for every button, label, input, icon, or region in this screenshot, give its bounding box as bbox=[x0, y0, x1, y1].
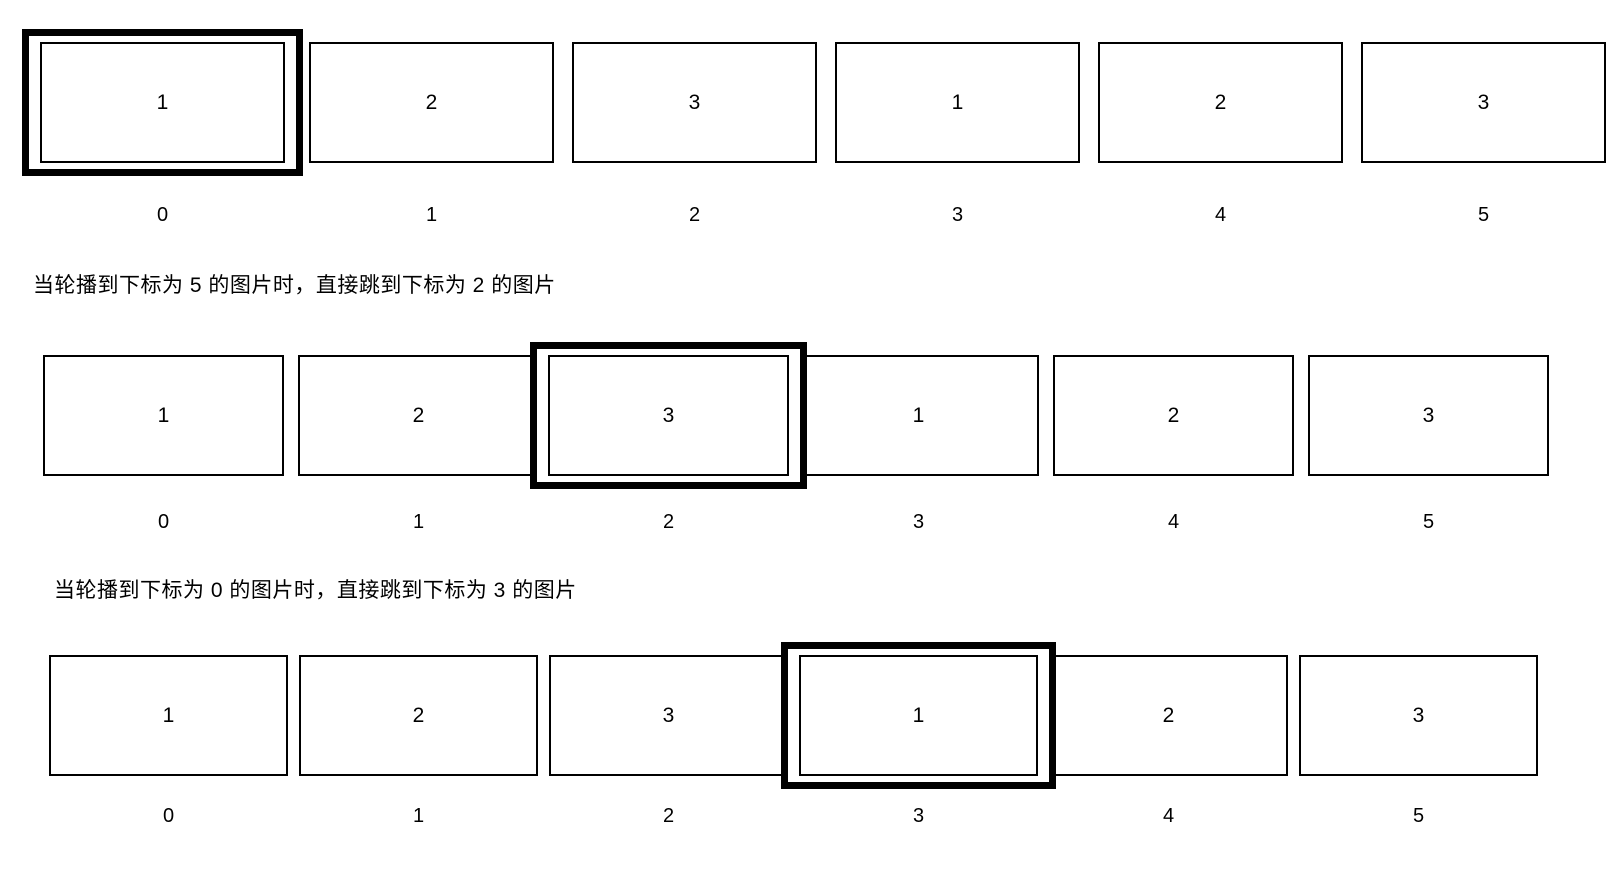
frame-box[interactable]: 1 bbox=[835, 42, 1080, 163]
index-tick-0: 0 bbox=[162, 805, 175, 827]
frame-slot-1[interactable]: 2 bbox=[299, 642, 538, 789]
frame-label: 2 bbox=[412, 704, 425, 727]
index-tick-5: 5 bbox=[1477, 204, 1490, 226]
frame-slot-5[interactable]: 3 bbox=[1308, 342, 1549, 489]
index-tick-5: 5 bbox=[1412, 805, 1425, 827]
frame-label: 3 bbox=[688, 91, 701, 114]
index-tick-3: 3 bbox=[912, 511, 925, 533]
frame-label: 1 bbox=[156, 91, 169, 114]
frame-box[interactable]: 3 bbox=[572, 42, 817, 163]
frame-strip: 1 2 3 1 2 bbox=[49, 642, 1538, 789]
frame-slot-4[interactable]: 2 bbox=[1053, 342, 1294, 489]
frame-box[interactable]: 3 bbox=[548, 355, 789, 476]
caption-jump-5-to-2: 当轮播到下标为 5 的图片时，直接跳到下标为 2 的图片 bbox=[33, 274, 556, 297]
frame-label: 3 bbox=[1412, 704, 1425, 727]
index-tick-2: 2 bbox=[688, 204, 701, 226]
frame-label: 1 bbox=[162, 704, 175, 727]
frame-slot-1[interactable]: 2 bbox=[298, 342, 539, 489]
frame-slot-4[interactable]: 2 bbox=[1049, 642, 1288, 789]
index-tick-1: 1 bbox=[412, 511, 425, 533]
frame-label: 1 bbox=[912, 404, 925, 427]
frame-box[interactable]: 1 bbox=[43, 355, 284, 476]
frame-box[interactable]: 3 bbox=[1299, 655, 1538, 776]
frame-label: 3 bbox=[1422, 404, 1435, 427]
frame-slot-2[interactable]: 3 bbox=[549, 642, 788, 789]
frame-slot-2[interactable]: 3 bbox=[530, 342, 807, 489]
frame-box[interactable]: 1 bbox=[49, 655, 288, 776]
frame-box[interactable]: 1 bbox=[799, 655, 1038, 776]
frame-strip: 1 2 3 1 2 bbox=[43, 342, 1549, 489]
frame-box[interactable]: 2 bbox=[299, 655, 538, 776]
frame-box[interactable]: 2 bbox=[309, 42, 554, 163]
frame-slot-2[interactable]: 3 bbox=[572, 29, 817, 176]
frame-label: 2 bbox=[1214, 91, 1227, 114]
index-tick-1: 1 bbox=[425, 204, 438, 226]
index-tick-4: 4 bbox=[1214, 204, 1227, 226]
frame-slot-3[interactable]: 1 bbox=[798, 342, 1039, 489]
frame-slot-0[interactable]: 1 bbox=[49, 642, 288, 789]
frame-label: 2 bbox=[1167, 404, 1180, 427]
index-tick-2: 2 bbox=[662, 805, 675, 827]
frame-slot-3[interactable]: 1 bbox=[835, 29, 1080, 176]
index-tick-5: 5 bbox=[1422, 511, 1435, 533]
frame-box[interactable]: 1 bbox=[798, 355, 1039, 476]
frame-box[interactable]: 3 bbox=[549, 655, 788, 776]
frame-label: 1 bbox=[157, 404, 170, 427]
index-ruler: 0 1 2 3 4 5 bbox=[43, 512, 1549, 532]
frame-slot-3[interactable]: 1 bbox=[781, 642, 1056, 789]
index-tick-0: 0 bbox=[156, 204, 169, 226]
frame-label: 3 bbox=[662, 404, 675, 427]
frame-label: 3 bbox=[1477, 91, 1490, 114]
frame-box[interactable]: 1 bbox=[40, 42, 285, 163]
frame-box[interactable]: 3 bbox=[1308, 355, 1549, 476]
frame-label: 2 bbox=[1162, 704, 1175, 727]
index-tick-4: 4 bbox=[1162, 805, 1175, 827]
index-ruler: 0 1 2 3 4 5 bbox=[49, 806, 1538, 826]
frame-slot-0[interactable]: 1 bbox=[22, 29, 303, 176]
index-tick-2: 2 bbox=[662, 511, 675, 533]
index-tick-3: 3 bbox=[951, 204, 964, 226]
index-ruler: 0 1 2 3 4 5 bbox=[22, 205, 1606, 225]
frame-slot-5[interactable]: 3 bbox=[1299, 642, 1538, 789]
frame-box[interactable]: 2 bbox=[1098, 42, 1343, 163]
frame-strip: 1 2 3 1 2 bbox=[22, 29, 1606, 176]
frame-label: 2 bbox=[412, 404, 425, 427]
frame-slot-4[interactable]: 2 bbox=[1098, 29, 1343, 176]
frame-slot-1[interactable]: 2 bbox=[309, 29, 554, 176]
frame-box[interactable]: 3 bbox=[1361, 42, 1606, 163]
frame-box[interactable]: 2 bbox=[1049, 655, 1288, 776]
caption-jump-0-to-3: 当轮播到下标为 0 的图片时，直接跳到下标为 3 的图片 bbox=[54, 579, 577, 602]
frame-box[interactable]: 2 bbox=[298, 355, 539, 476]
index-tick-3: 3 bbox=[912, 805, 925, 827]
frame-slot-5[interactable]: 3 bbox=[1361, 29, 1606, 176]
frame-slot-0[interactable]: 1 bbox=[43, 342, 284, 489]
frame-box[interactable]: 2 bbox=[1053, 355, 1294, 476]
index-tick-1: 1 bbox=[412, 805, 425, 827]
index-tick-0: 0 bbox=[157, 511, 170, 533]
frame-label: 2 bbox=[425, 91, 438, 114]
frame-label: 1 bbox=[912, 704, 925, 727]
frame-label: 1 bbox=[951, 91, 964, 114]
frame-label: 3 bbox=[662, 704, 675, 727]
index-tick-4: 4 bbox=[1167, 511, 1180, 533]
